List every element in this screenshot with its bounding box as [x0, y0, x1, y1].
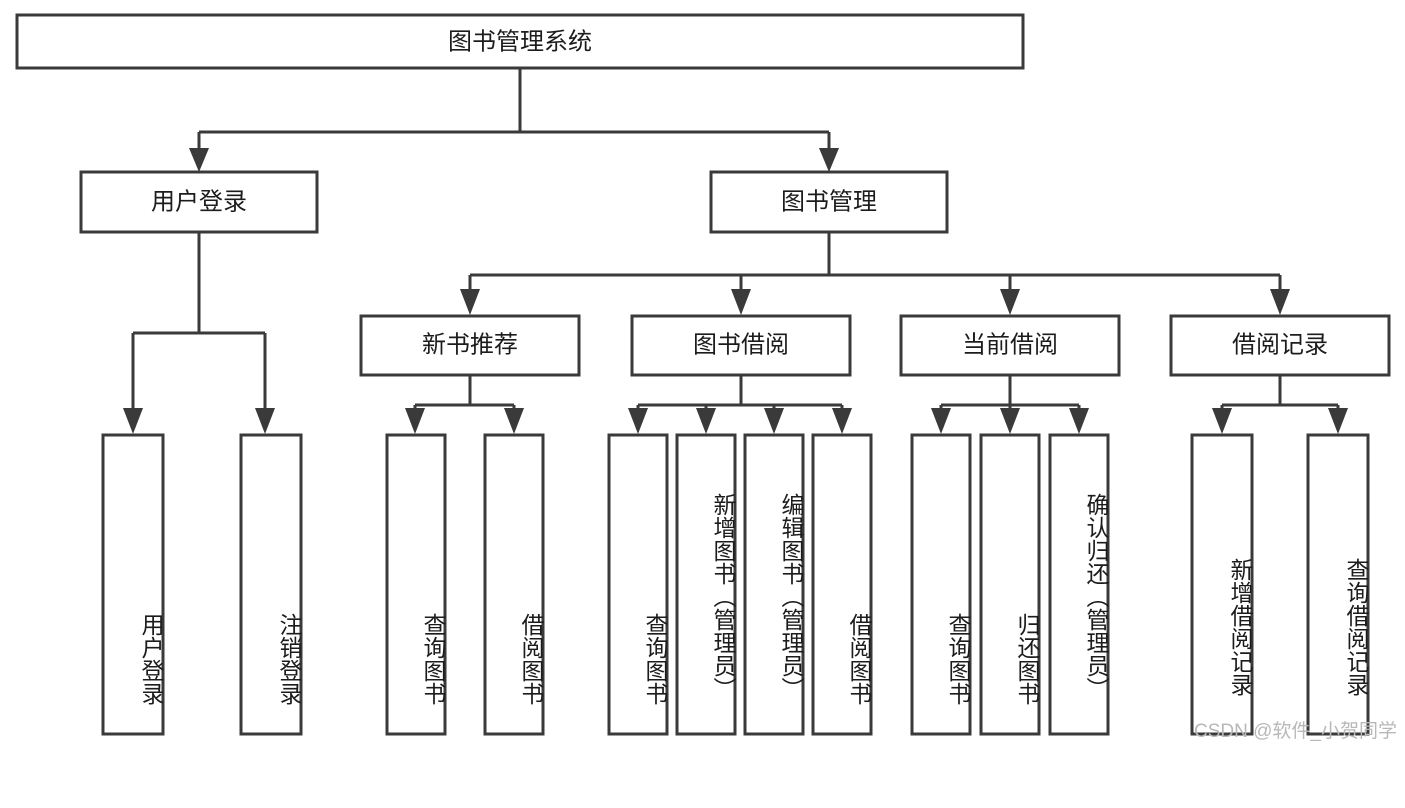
- arrowhead-leaf-1: [123, 408, 143, 434]
- node-box-book-borrow[interactable]: [630, 314, 852, 377]
- arrowhead-leaf-9: [931, 408, 951, 434]
- node-box-leaf-2[interactable]: [239, 433, 303, 736]
- node-box-leaf-13[interactable]: [1306, 433, 1370, 736]
- arrowhead-book-manage: [819, 148, 839, 172]
- node-box-user-login[interactable]: [79, 170, 319, 234]
- node-label-borrow-record: 借阅记录: [1232, 331, 1328, 358]
- node-label-root: 图书管理系统: [448, 28, 592, 55]
- node-box-leaf-3[interactable]: [385, 433, 447, 736]
- node-box-leaf-12[interactable]: [1190, 433, 1254, 736]
- nodes-group: 图书管理系统 用户登录 图书管理 新书推荐 图书借阅 当前借阅 借阅记录: [15, 13, 1391, 736]
- node-box-leaf-7[interactable]: [743, 433, 805, 736]
- arrowhead-leaf-10: [1000, 408, 1020, 434]
- arrowhead-borrow-record: [1270, 289, 1290, 315]
- node-box-leaf-10[interactable]: [979, 433, 1041, 736]
- node-box-book-manage[interactable]: [709, 170, 949, 234]
- arrowhead-new-book: [460, 289, 480, 315]
- connectors-group: [123, 68, 1348, 434]
- node-box-borrow-record[interactable]: [1169, 314, 1391, 377]
- node-label-user-login: 用户登录: [151, 188, 247, 215]
- node-label-book-borrow: 图书借阅: [693, 331, 789, 358]
- arrowhead-leaf-5: [628, 408, 648, 434]
- arrowhead-leaf-11: [1069, 408, 1089, 434]
- arrowhead-book-borrow: [731, 289, 751, 315]
- arrowhead-leaf-6: [696, 408, 716, 434]
- arrowhead-leaf-8: [832, 408, 852, 434]
- arrowhead-user-login: [189, 148, 209, 172]
- node-box-root[interactable]: [15, 13, 1025, 70]
- arrowhead-leaf-3: [405, 408, 425, 434]
- node-box-leaf-1[interactable]: [101, 433, 165, 736]
- node-box-leaf-11[interactable]: [1048, 433, 1110, 736]
- node-box-current-borrow[interactable]: [899, 314, 1121, 377]
- node-box-leaf-5[interactable]: [607, 433, 669, 736]
- node-box-leaf-8[interactable]: [811, 433, 873, 736]
- node-box-leaf-4[interactable]: [483, 433, 545, 736]
- arrowhead-leaf-2: [255, 408, 275, 434]
- node-box-leaf-9[interactable]: [910, 433, 972, 736]
- tree-diagram-canvas: 图书管理系统 用户登录 图书管理 新书推荐 图书借阅 当前借阅 借阅记录: [15, 13, 1391, 736]
- arrowhead-leaf-13: [1328, 408, 1348, 434]
- arrowhead-leaf-4: [504, 408, 524, 434]
- system-structure-diagram: 图书管理系统 用户登录 图书管理 新书推荐 图书借阅 当前借阅 借阅记录: [15, 13, 1397, 742]
- node-label-current-borrow: 当前借阅: [962, 331, 1058, 358]
- arrowhead-leaf-7: [764, 408, 784, 434]
- node-label-new-book-recommend: 新书推荐: [422, 331, 518, 358]
- node-box-leaf-6[interactable]: [675, 433, 737, 736]
- csdn-watermark: CSDN @软件_小贺同学: [1194, 721, 1397, 742]
- node-box-new-book-recommend[interactable]: [359, 314, 581, 377]
- node-label-book-manage: 图书管理: [781, 188, 877, 215]
- arrowhead-leaf-12: [1212, 408, 1232, 434]
- arrowhead-current-borrow: [1000, 289, 1020, 315]
